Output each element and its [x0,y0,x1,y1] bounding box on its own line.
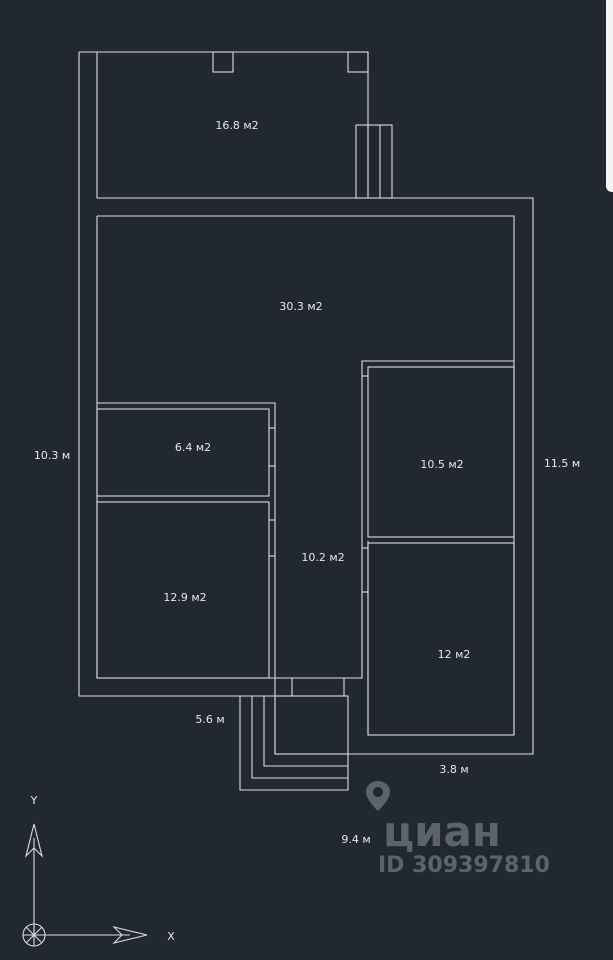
location-pin-icon [366,781,390,811]
interior-walls [96,366,515,736]
edge-strip [606,0,613,192]
room-area-living: 30.3 м2 [279,300,322,313]
room-area-hall: 10.2 м2 [301,551,344,564]
dimension-total: 9.4 м [341,833,370,846]
dimension-labels: 10.3 м 11.5 м 5.6 м 3.8 м 9.4 м [34,449,580,846]
room-area-left-bottom: 12.9 м2 [163,591,206,604]
ucs-axis-icon [22,823,148,947]
axis-y-label: Y [30,794,38,807]
dimension-left-height: 10.3 м [34,449,70,462]
axis-x-label: X [167,930,175,943]
watermark-id: ID 309397810 [378,853,550,878]
dimension-bottom-left: 5.6 м [195,713,224,726]
room-labels: 16.8 м2 30.3 м2 6.4 м2 10.5 м2 10.2 м2 1… [163,119,470,661]
entrance-steps [239,678,349,791]
dimension-right-height: 11.5 м [544,457,580,470]
cian-watermark: циан ID 309397810 [366,781,550,878]
room-area-small-room: 6.4 м2 [175,441,211,454]
chimney [355,124,393,199]
terrace-columns [212,51,369,73]
dimension-bottom-right: 3.8 м [439,763,468,776]
watermark-brand: циан [383,807,501,856]
room-area-right-bottom: 12 м2 [438,648,471,661]
room-area-terrace: 16.8 м2 [215,119,258,132]
room-area-right-top: 10.5 м2 [420,458,463,471]
